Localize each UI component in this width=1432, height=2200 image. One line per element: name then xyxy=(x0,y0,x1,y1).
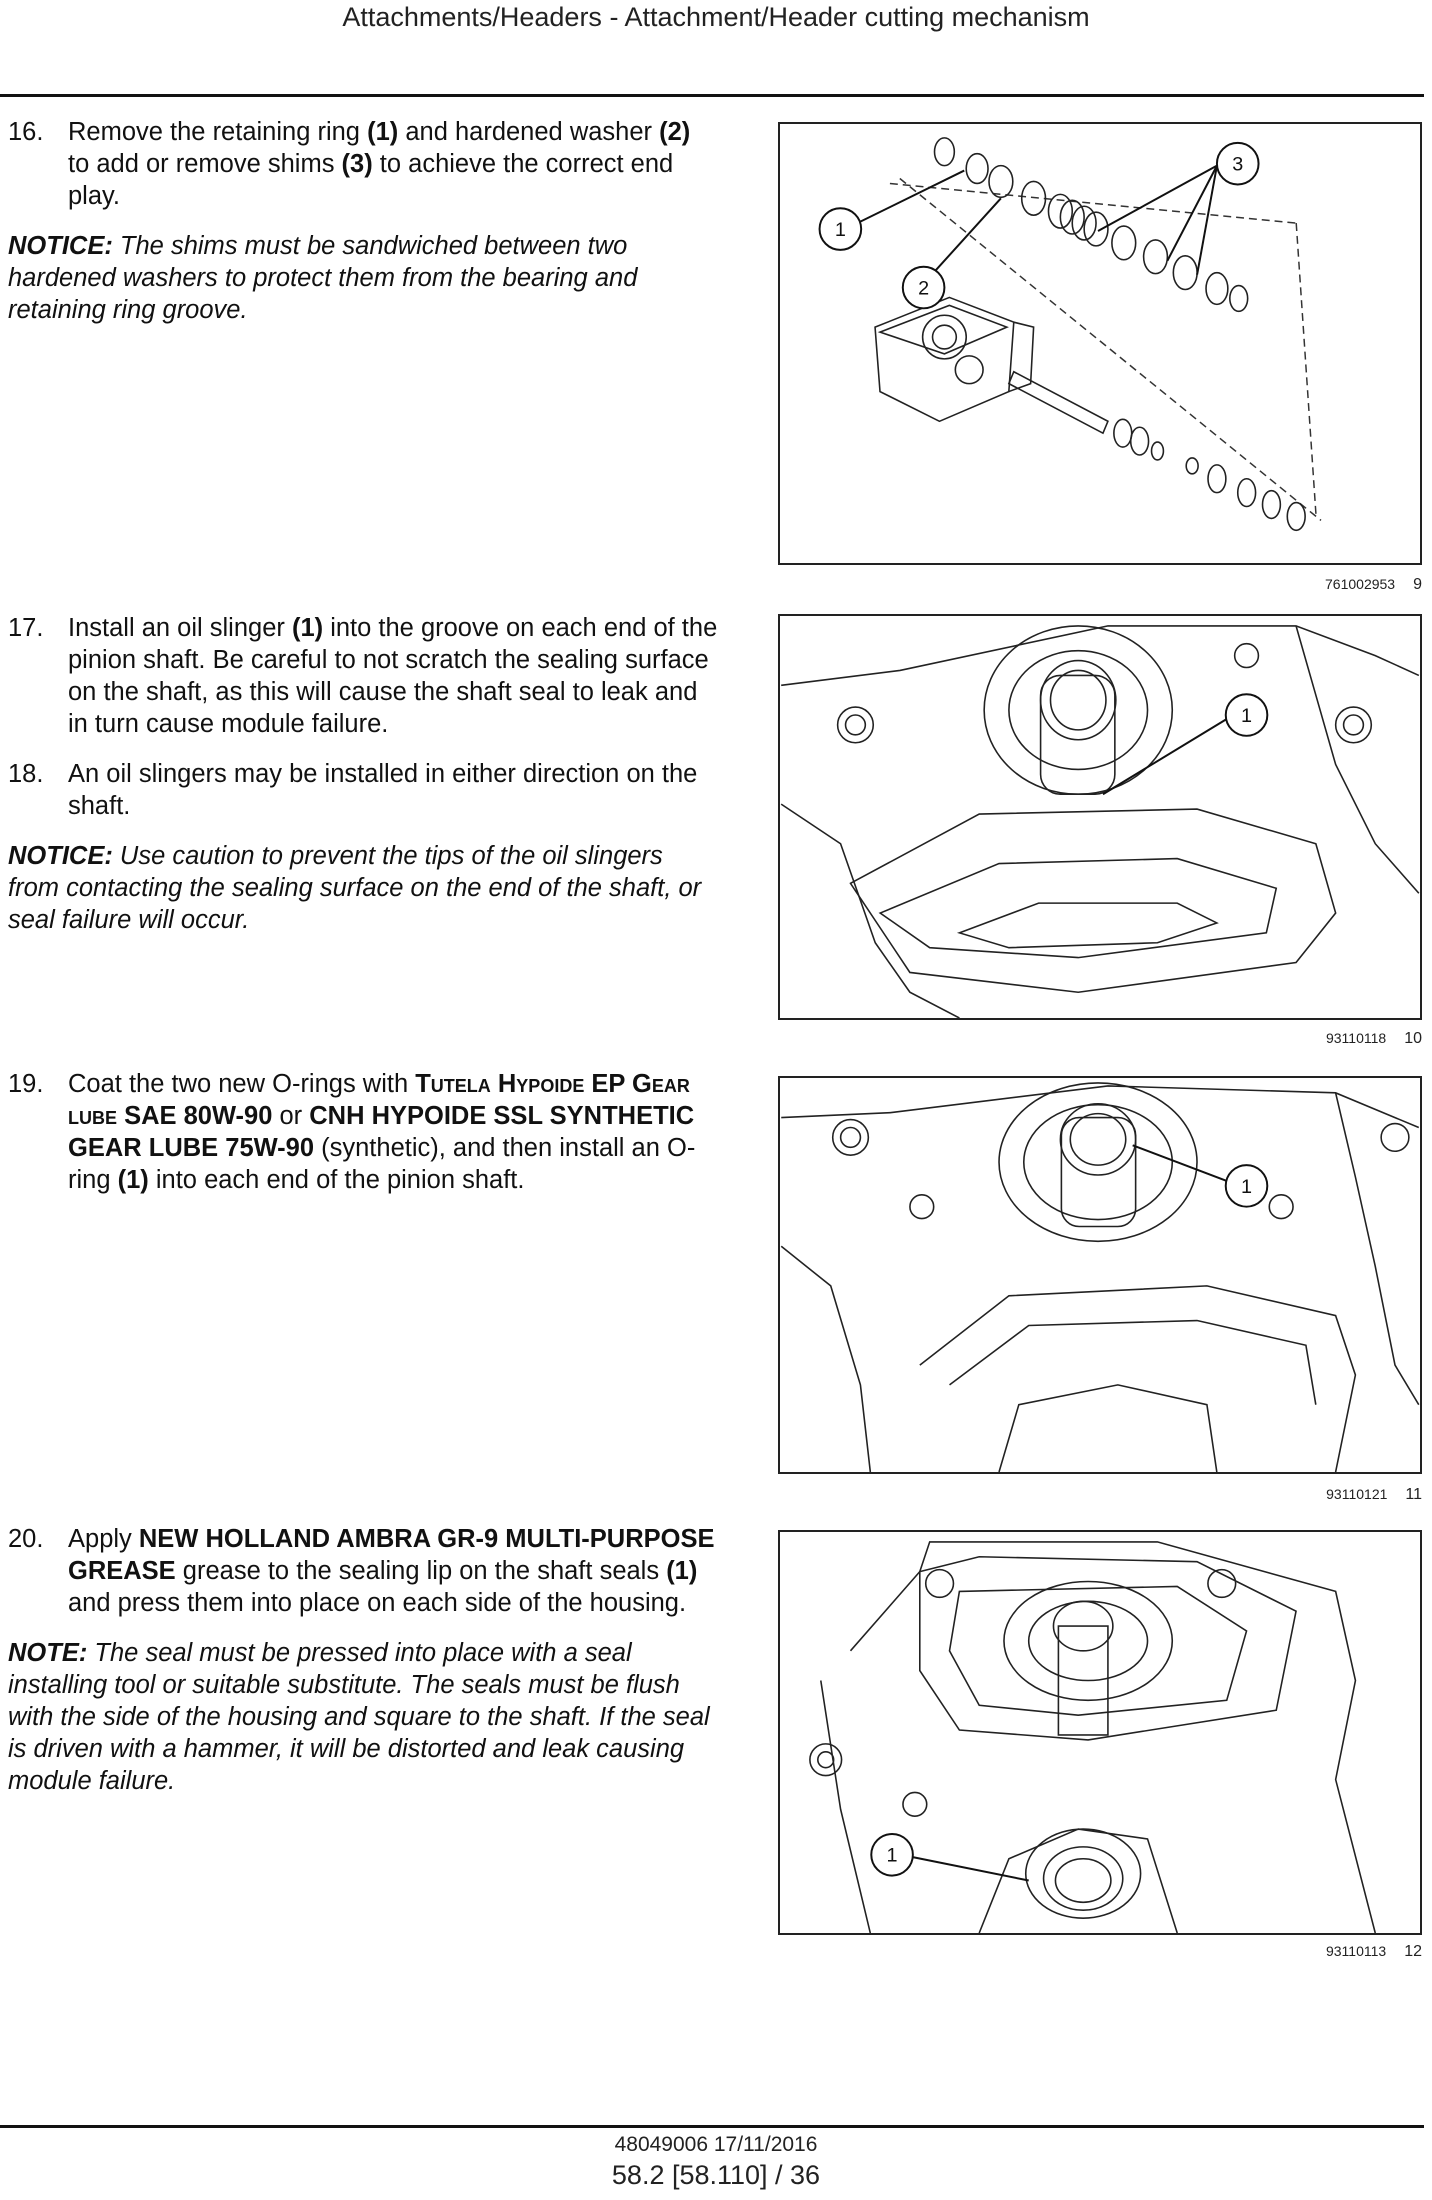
svg-text:1: 1 xyxy=(835,219,846,241)
step-number: 16. xyxy=(8,118,44,146)
callout-ref: (1) xyxy=(117,1166,149,1194)
figure-number: 11 xyxy=(1405,1486,1422,1503)
step-17-18-block: 17. Install an oil slinger (1) into the … xyxy=(8,612,718,944)
figure-code: 93110113 xyxy=(1325,1943,1387,1959)
page-header-title: Attachments/Headers - Attachment/Header … xyxy=(342,2,1090,32)
figure-number: 9 xyxy=(1413,576,1422,593)
notice-label: NOTICE: xyxy=(8,842,113,870)
step-number: 18. xyxy=(8,760,44,788)
figure-10-oil-slinger: 1 xyxy=(778,614,1422,1020)
figure-number: 12 xyxy=(1404,1943,1422,1960)
callout-ref: (1) xyxy=(291,614,324,642)
figure-number: 10 xyxy=(1404,1030,1422,1047)
figure-11-o-ring: 1 xyxy=(778,1076,1422,1474)
step-17: 17. Install an oil slinger (1) into the … xyxy=(8,614,718,738)
callout-1: 1 xyxy=(1224,693,1269,737)
figure-9-caption: 761002953 9 xyxy=(1325,576,1422,594)
figure-11-caption: 93110121 11 xyxy=(1326,1486,1422,1504)
product-name: CNH HYPOIDE SSL SYNTHETIC GEAR LUBE 75W-… xyxy=(68,1102,695,1162)
figure-code: 93110118 xyxy=(1325,1030,1387,1046)
notice-18: NOTICE: Use caution to prevent the tips … xyxy=(8,842,702,934)
figure-12-shaft-seal: 1 xyxy=(778,1530,1422,1935)
svg-text:1: 1 xyxy=(1241,1176,1252,1198)
gearbox-housing xyxy=(874,296,1035,423)
pinion-shaft xyxy=(1007,370,1306,532)
step-number: 20. xyxy=(8,1525,44,1553)
svg-text:1: 1 xyxy=(1241,705,1252,727)
callout-ref: (1) xyxy=(666,1557,698,1585)
callout-3: 3 xyxy=(1215,141,1260,186)
callout-1: 1 xyxy=(1224,1164,1269,1208)
footer-rule xyxy=(0,2125,1424,2128)
exploded-assembly-drawing: 1 2 3 xyxy=(818,137,1322,532)
figure-10-caption: 93110118 10 xyxy=(1326,1030,1422,1048)
footer-page-number: 58.2 [58.110] / 36 xyxy=(611,2160,821,2190)
svg-text:1: 1 xyxy=(887,1845,898,1867)
housing-drawing: 1 xyxy=(809,1541,1377,1933)
footer-doc-id: 48049006 17/11/2016 xyxy=(614,2133,818,2156)
svg-text:3: 3 xyxy=(1232,154,1243,176)
figure-code: 93110121 xyxy=(1326,1486,1388,1502)
callout-2: 2 xyxy=(901,265,946,310)
step-19: 19. Coat the two new O-rings with Tutela… xyxy=(8,1070,696,1194)
step-16-block: 16. Remove the retaining ring (1) and ha… xyxy=(8,116,718,334)
step-number: 17. xyxy=(8,614,44,642)
step-20-block: 20. Apply NEW HOLLAND AMBRA GR-9 MULTI-P… xyxy=(8,1523,718,1805)
housing-drawing: 1 xyxy=(780,625,1420,1018)
svg-text:2: 2 xyxy=(918,277,929,299)
figure-12-caption: 93110113 12 xyxy=(1326,1943,1422,1961)
housing-drawing: 1 xyxy=(780,1082,1420,1472)
callout-1: 1 xyxy=(870,1832,914,1877)
notice-16: NOTICE: The shims must be sandwiched bet… xyxy=(8,232,638,324)
note-20: NOTE: The seal must be pressed into plac… xyxy=(8,1639,710,1795)
callout-ref: (1) xyxy=(367,118,399,146)
callout-ref: (3) xyxy=(341,150,373,178)
header-rule xyxy=(0,94,1424,97)
washer-and-shims xyxy=(933,137,1249,313)
figure-code: 761002953 xyxy=(1325,576,1396,592)
step-16: 16. Remove the retaining ring (1) and ha… xyxy=(8,118,691,210)
product-name: Tutela Hypoide EP Gear lube xyxy=(68,1070,690,1130)
product-name: NEW HOLLAND AMBRA GR-9 MULTI-PURPOSE GRE… xyxy=(68,1525,715,1585)
figure-9-exploded-view: 1 2 3 xyxy=(778,122,1422,565)
note-label: NOTE: xyxy=(8,1639,88,1667)
step-19-block: 19. Coat the two new O-rings with Tutela… xyxy=(8,1068,718,1214)
callout-ref: (2) xyxy=(659,118,691,146)
callout-1: 1 xyxy=(818,207,863,251)
step-20: 20. Apply NEW HOLLAND AMBRA GR-9 MULTI-P… xyxy=(8,1525,715,1617)
step-18: 18. An oil slingers may be installed in … xyxy=(8,760,698,820)
step-number: 19. xyxy=(8,1070,44,1098)
notice-label: NOTICE: xyxy=(8,232,113,260)
